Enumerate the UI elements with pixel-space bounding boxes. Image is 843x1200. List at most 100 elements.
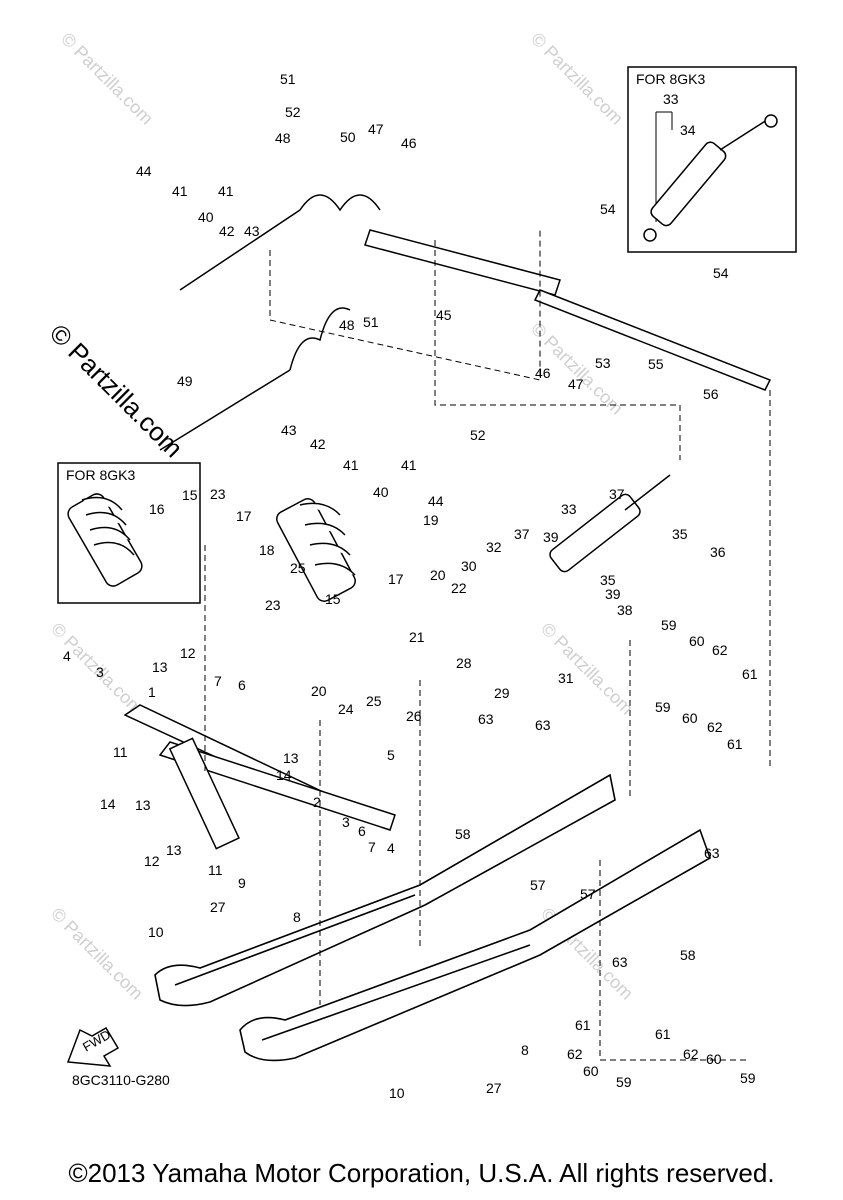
callout: 53 (595, 355, 611, 371)
callout: 57 (580, 886, 596, 902)
callout: 11 (208, 862, 223, 878)
callout: 3 (342, 814, 350, 830)
spring-shock-front (276, 498, 356, 602)
callout: 57 (530, 877, 546, 893)
callout: 59 (661, 617, 677, 633)
callout: 52 (285, 104, 301, 120)
callout: 56 (703, 386, 719, 402)
callout: 15 (325, 591, 341, 607)
inset-left-title: FOR 8GK3 (66, 467, 135, 483)
callout: 60 (689, 633, 705, 649)
callout: 52 (470, 427, 486, 443)
callout: 36 (710, 544, 726, 560)
callout: 10 (389, 1085, 405, 1101)
callout: 25 (290, 560, 306, 576)
callout: 31 (558, 670, 574, 686)
callout: 13 (283, 750, 299, 766)
callout: 44 (428, 493, 444, 509)
callout: 17 (236, 508, 252, 524)
watermark-text: © Partzilla.com (47, 904, 147, 1004)
callout: 47 (368, 121, 384, 137)
callout: 61 (742, 666, 758, 682)
callout: 37 (609, 486, 625, 502)
callout: 32 (486, 539, 502, 555)
front-arm (123, 704, 396, 850)
callout: 60 (706, 1051, 722, 1067)
inset-top-title: FOR 8GK3 (636, 71, 705, 87)
callout: 13 (135, 797, 151, 813)
callout: 44 (136, 163, 152, 179)
callout: 33 (561, 501, 577, 517)
callout: 45 (436, 307, 452, 323)
callout: 23 (210, 486, 226, 502)
callout: 39 (605, 586, 621, 602)
callout: 29 (494, 685, 510, 701)
callout: 7 (214, 673, 222, 689)
callout: 28 (456, 655, 472, 671)
callout: 6 (358, 823, 366, 839)
callout: 61 (655, 1026, 671, 1042)
callout: 3 (96, 664, 104, 680)
callout: 61 (727, 736, 743, 752)
callout: 35 (672, 526, 688, 542)
callout: 62 (712, 642, 728, 658)
callout: 24 (338, 701, 354, 717)
callout: 20 (311, 683, 327, 699)
watermark-text: © Partzilla.com (527, 29, 627, 129)
callout: 63 (478, 711, 494, 727)
callout: 54 (713, 265, 729, 281)
callout: 8 (521, 1042, 529, 1058)
callout: 4 (387, 840, 395, 856)
watermark-text: © Partzilla.com (537, 619, 637, 719)
inset-left-label-15: 15 (182, 487, 198, 503)
callout: 12 (144, 853, 160, 869)
callout: 46 (535, 365, 551, 381)
callout: 10 (148, 924, 164, 940)
callout: 27 (486, 1080, 502, 1096)
torsion-springs (159, 194, 381, 451)
callout: 12 (180, 645, 196, 661)
callout: 20 (430, 567, 446, 583)
callout: 8 (293, 909, 301, 925)
callout: 30 (461, 558, 477, 574)
callout: 48 (339, 317, 355, 333)
callout: 50 (340, 129, 356, 145)
callout: 2 (313, 794, 321, 810)
callout: 59 (616, 1074, 632, 1090)
guide-lines (204, 230, 771, 1061)
callout: 17 (388, 571, 404, 587)
callout: 60 (583, 1063, 599, 1079)
callout: 1 (148, 684, 156, 700)
callout: 59 (740, 1070, 756, 1086)
inset-top-label-34: 34 (680, 122, 696, 138)
callout: 13 (166, 842, 182, 858)
callout: 62 (707, 719, 723, 735)
callout: 42 (310, 436, 326, 452)
callout-labels: 51 52 44 41 40 41 42 43 48 50 47 46 54 4… (63, 71, 758, 1101)
inset-left-box (57, 462, 201, 604)
callout: 41 (218, 183, 234, 199)
callout: 51 (280, 71, 296, 87)
callout: 38 (617, 602, 633, 618)
callout: 40 (198, 209, 214, 225)
callout: 13 (152, 659, 168, 675)
callout: 26 (406, 708, 422, 724)
callout: 42 (219, 223, 235, 239)
callout: 46 (401, 135, 417, 151)
callout: 63 (704, 845, 720, 861)
callout: 61 (575, 1017, 591, 1033)
callout: 40 (373, 484, 389, 500)
callout: 23 (265, 597, 281, 613)
callout: 62 (683, 1046, 699, 1062)
watermark-text: © Partzilla.com (57, 29, 157, 129)
callout: 5 (387, 747, 395, 763)
slide-rail-left (154, 773, 616, 1007)
callout: 59 (655, 699, 671, 715)
watermark-main: © Partzilla.com (44, 318, 189, 463)
callout: 41 (343, 457, 359, 473)
spring-shock-inset-icon (67, 493, 143, 587)
callout: 63 (612, 954, 628, 970)
rear-arm (364, 229, 772, 391)
callout: 43 (244, 223, 260, 239)
